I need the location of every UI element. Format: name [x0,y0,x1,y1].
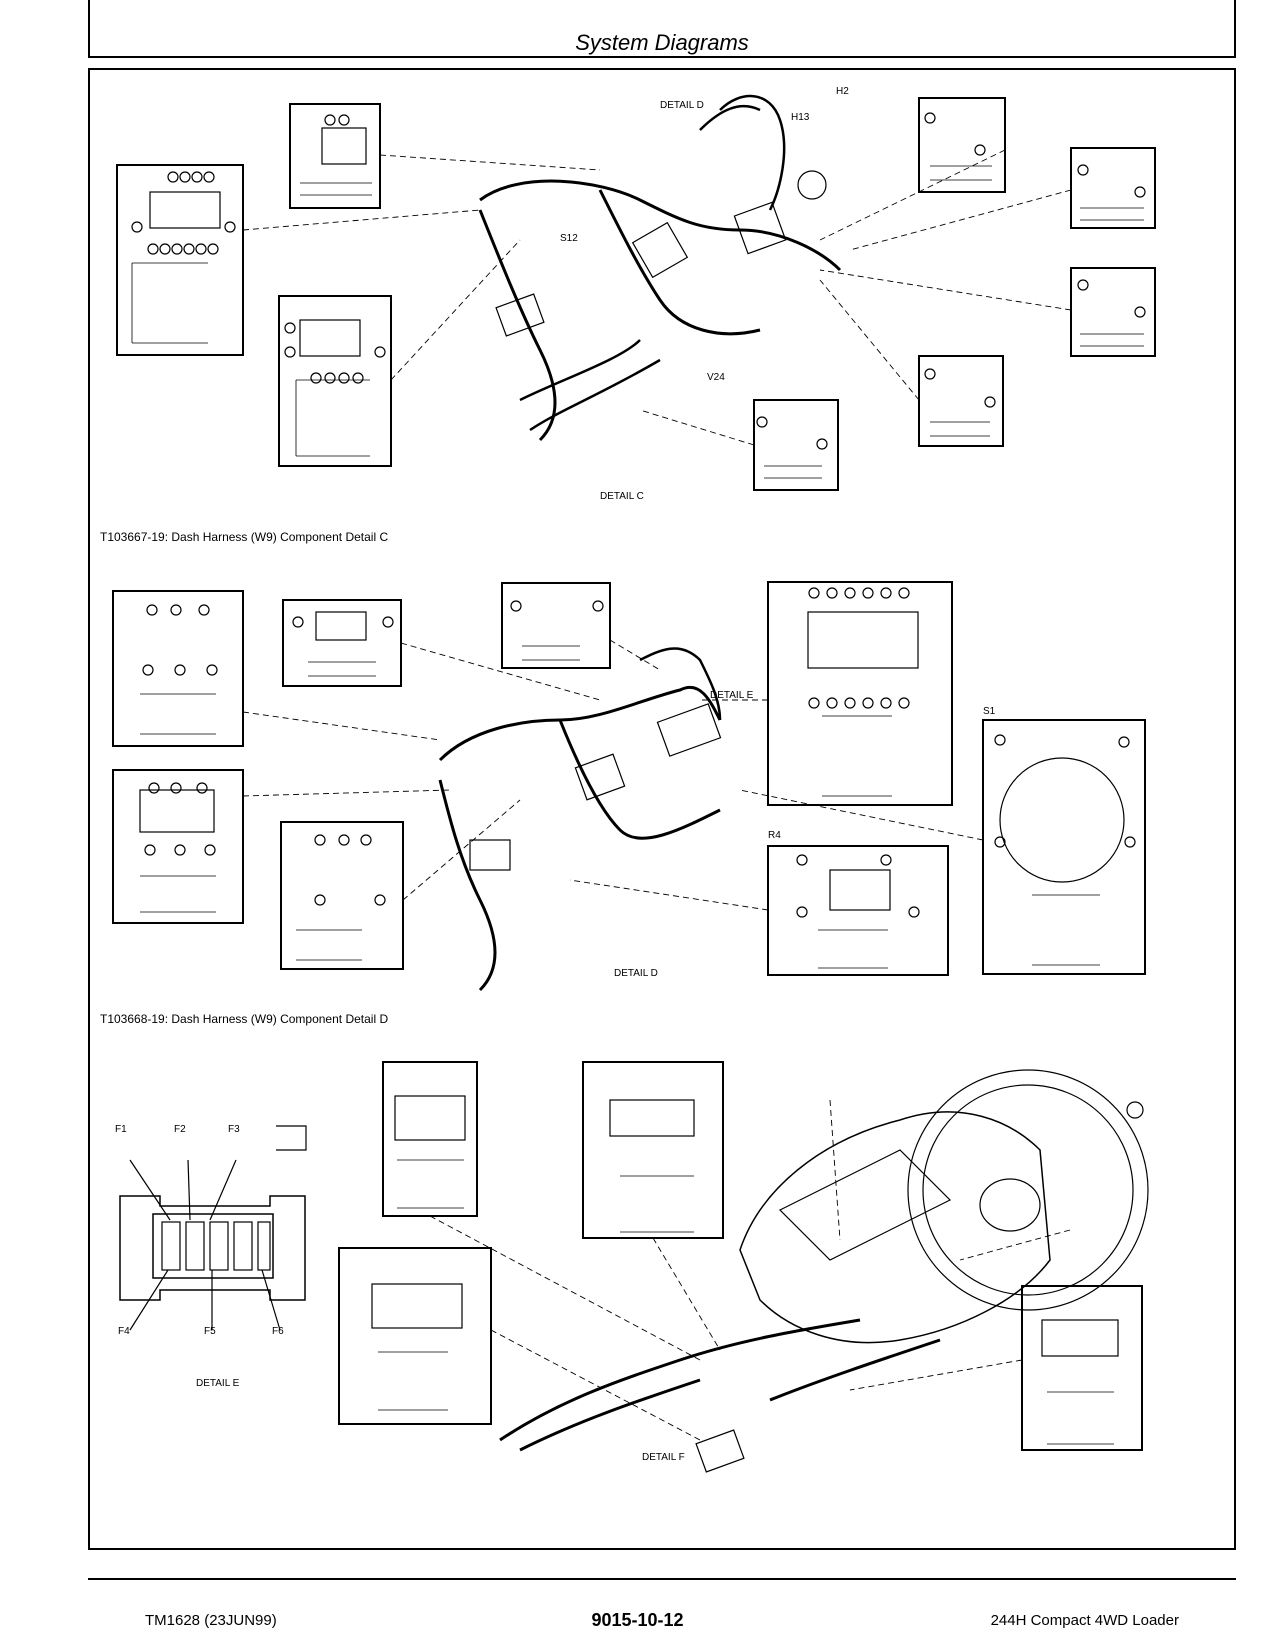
figure-caption-detail-d: T103668-19: Dash Harness (W9) Component … [100,1012,389,1026]
monitor-warning-buzzer-connector-box-2 [1070,267,1156,357]
component-label-v24: V24 [707,372,725,383]
detail-c-label: DETAIL C [600,491,644,502]
footer-page-number: 9015-10-12 [591,1610,684,1630]
dash-harness-meter-panel-connector-box-3 [278,295,392,467]
fuse-label-f5: F5 [204,1326,216,1337]
monitor-warning-buzzer-connector-box-1 [918,97,1006,193]
component-label-h2: H2 [836,86,849,97]
fuse-label-f4: F4 [118,1326,130,1337]
fuse-label-f3: F3 [228,1124,240,1135]
component-label-h13: H13 [791,112,810,123]
component-label-r4: R4 [768,830,781,841]
callout-detail-e: DETAIL E [710,690,754,701]
page-title: System Diagrams [575,30,749,55]
parking-brake-warning-buzzer-connector-box-1 [1070,147,1156,229]
diagram-panel [88,68,1236,1550]
dash-harness-meter-panel-connector-box-2 [289,103,381,209]
header-frame: System Diagrams [88,0,1236,58]
parking-brake-warning-buzzer-connector-box-2 [918,355,1004,447]
detail-e-label: DETAIL E [196,1378,240,1389]
detail-d-label: DETAIL D [614,968,658,979]
parking-brake-switch-diode-connector-box [753,399,839,491]
footer-product-name: 244H Compact 4WD Loader [990,1612,1179,1629]
fuse-label-f2: F2 [174,1124,186,1135]
figure-caption-detail-c: T103667-19: Dash Harness (W9) Component … [100,530,389,544]
fuse-label-f6: F6 [272,1326,284,1337]
detail-f-label: DETAIL F [642,1452,685,1463]
fuse-label-f1: F1 [115,1124,127,1135]
dash-harness-meter-panel-connector-box-1 [116,164,244,356]
footer-manual-id: TM1628 (23JUN99) [145,1612,277,1629]
component-label-s12: S12 [560,233,578,244]
footer-rule [88,1578,1236,1580]
component-label-s1: S1 [983,706,996,717]
callout-detail-d: DETAIL D [660,100,704,111]
